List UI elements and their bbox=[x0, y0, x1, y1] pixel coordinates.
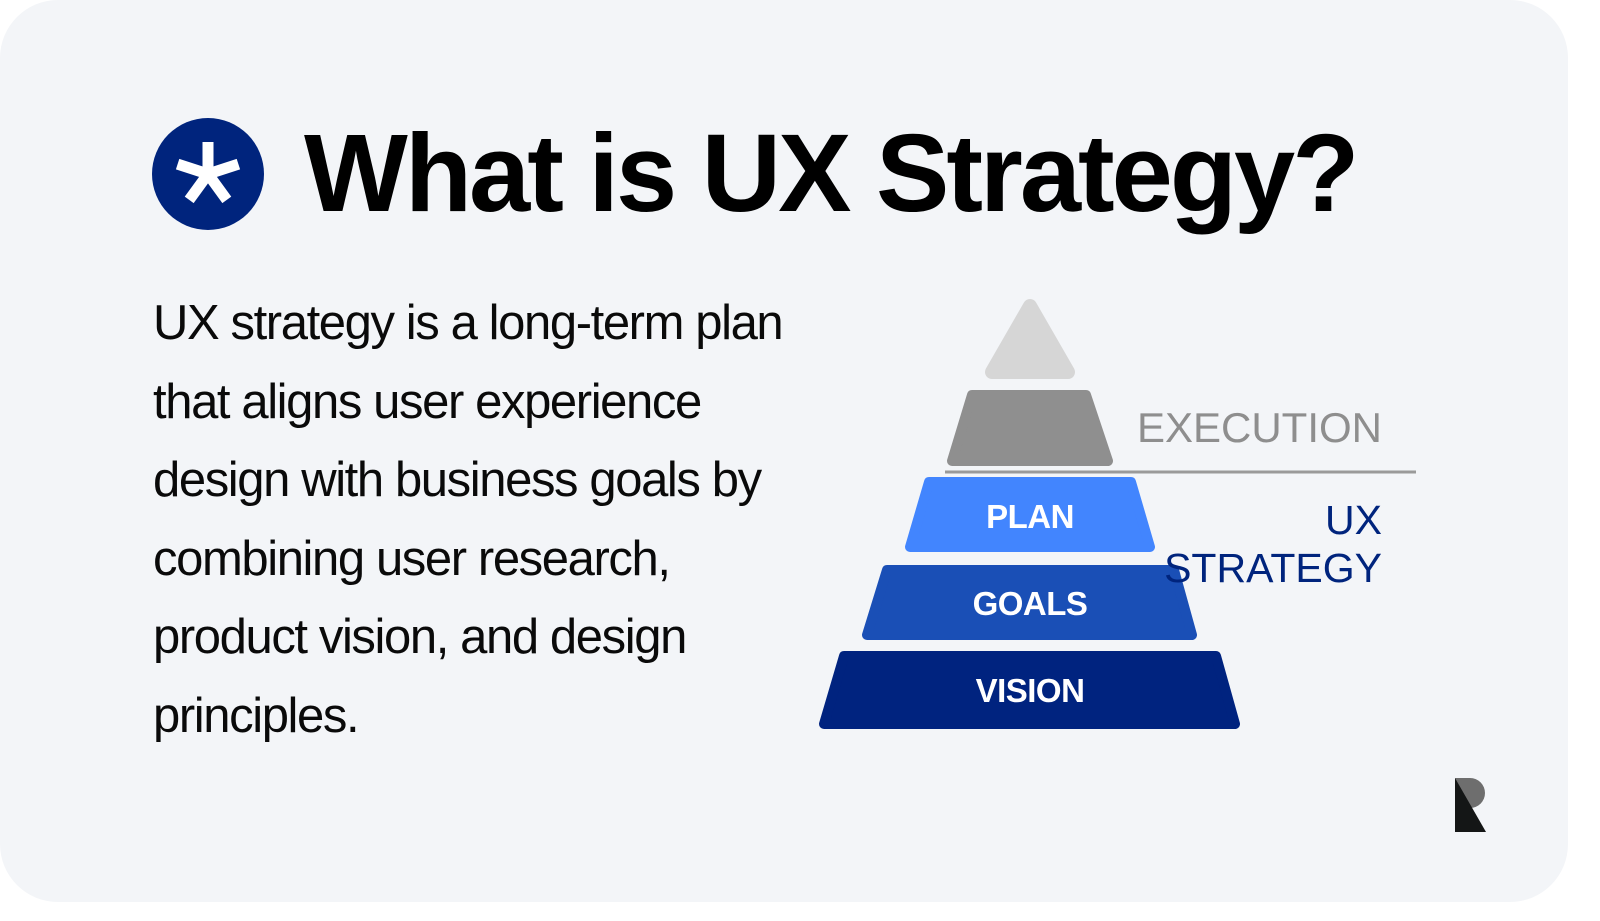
ux-strategy-line: UX bbox=[1325, 497, 1382, 543]
asterisk-badge bbox=[152, 117, 264, 230]
description-line: that aligns user experience bbox=[153, 374, 702, 429]
pyramid-plan-layer bbox=[905, 477, 1155, 552]
description-line: principles. bbox=[153, 688, 360, 743]
page-title: What is UX Strategy? bbox=[304, 111, 1359, 235]
infographic-card: What is UX Strategy? UX strategy is a lo… bbox=[0, 0, 1568, 902]
ux-strategy-line: STRATEGY bbox=[1164, 545, 1382, 591]
vision-label: VISION bbox=[975, 672, 1085, 709]
description-line: combining user research, bbox=[153, 531, 671, 586]
brand-r-logo-icon bbox=[1455, 778, 1486, 832]
description-line: UX strategy is a long-term plan bbox=[153, 296, 784, 350]
description-line: design with business goals by bbox=[153, 453, 762, 507]
asterisk-icon bbox=[175, 141, 241, 203]
description-paragraph: UX strategy is a long-term plan that ali… bbox=[153, 284, 873, 755]
execution-label: EXECUTION bbox=[1136, 404, 1382, 451]
ux-strategy-label: UX STRATEGY bbox=[1164, 496, 1382, 592]
title-row: What is UX Strategy? bbox=[152, 111, 1359, 235]
pyramid-execution-layer bbox=[947, 390, 1113, 466]
pyramid-goals-layer bbox=[862, 565, 1197, 640]
pyramid-vision-layer bbox=[819, 651, 1240, 729]
plan-label: PLAN bbox=[986, 498, 1074, 535]
pyramid-diagram bbox=[819, 299, 1416, 729]
description-line: product vision, and design bbox=[153, 610, 687, 664]
pyramid-top-triangle bbox=[985, 299, 1075, 379]
goals-label: GOALS bbox=[972, 585, 1088, 622]
